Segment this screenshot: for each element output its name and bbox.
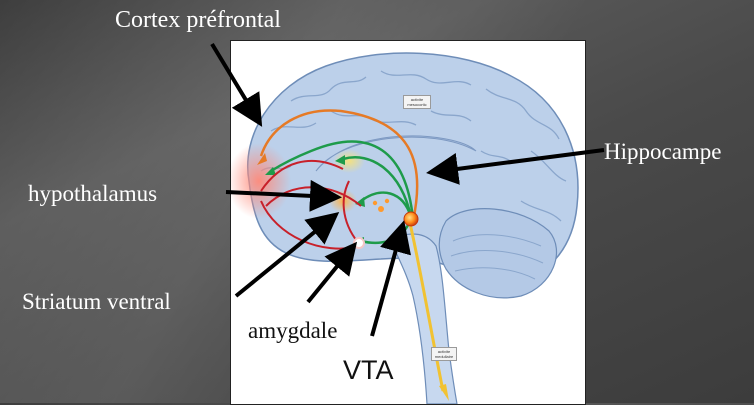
hypothalamus-arrow (226, 192, 334, 197)
hippocampe-arrow (434, 150, 604, 172)
label-vta: VTA (343, 357, 394, 384)
label-cortex-prefrontal: Cortex préfrontal (115, 8, 281, 32)
vta-arrow (372, 228, 402, 336)
cortex-arrow (212, 44, 258, 120)
label-amygdale: amygdale (248, 319, 337, 342)
amygdale-arrow (308, 248, 352, 302)
label-hypothalamus: hypothalamus (28, 182, 157, 205)
label-hippocampe: Hippocampe (604, 140, 722, 163)
label-striatum-ventral: Striatum ventral (22, 290, 171, 313)
striatum-arrow (236, 217, 333, 296)
